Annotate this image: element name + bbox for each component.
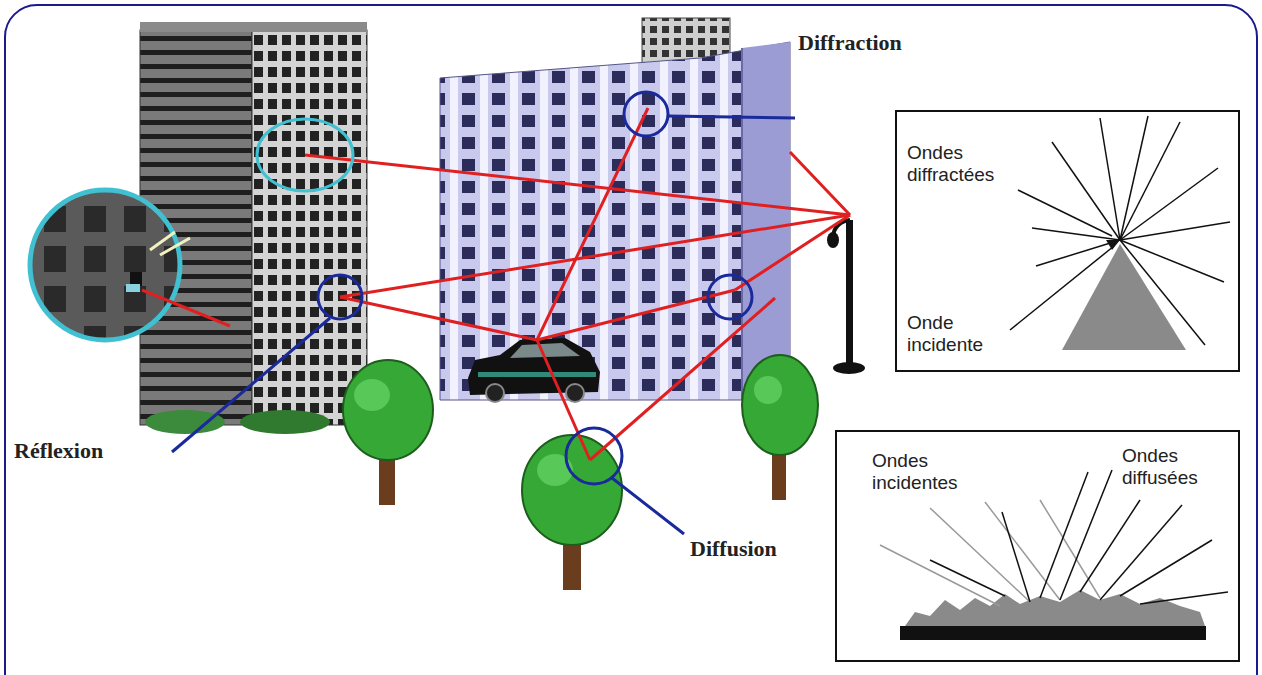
phenomenon-label: Diffusion — [688, 536, 779, 562]
inset-box: Ondes incidentes Ondes diffusées — [835, 430, 1240, 662]
inset-box: Ondes diffractéesOnde incidente — [895, 110, 1240, 372]
inset-caption: Ondes incidentes — [872, 450, 994, 494]
scattering-sketch — [880, 470, 1228, 640]
phenomenon-label: Réflexion — [12, 438, 105, 464]
car — [468, 338, 600, 402]
zoom-inset — [30, 190, 230, 340]
inset-caption: Ondes diffractées — [907, 142, 1019, 186]
tree — [343, 360, 433, 505]
tree — [522, 435, 622, 590]
phenomenon-label: Diffraction — [796, 30, 904, 56]
tree — [742, 355, 818, 500]
diffraction-sketch — [1010, 116, 1230, 350]
propagation-path — [305, 108, 850, 460]
street-lamp — [827, 220, 865, 374]
leader-line — [172, 116, 795, 534]
inset-caption: Ondes diffusées — [1122, 445, 1234, 489]
inset-caption: Onde incidente — [907, 312, 1003, 356]
